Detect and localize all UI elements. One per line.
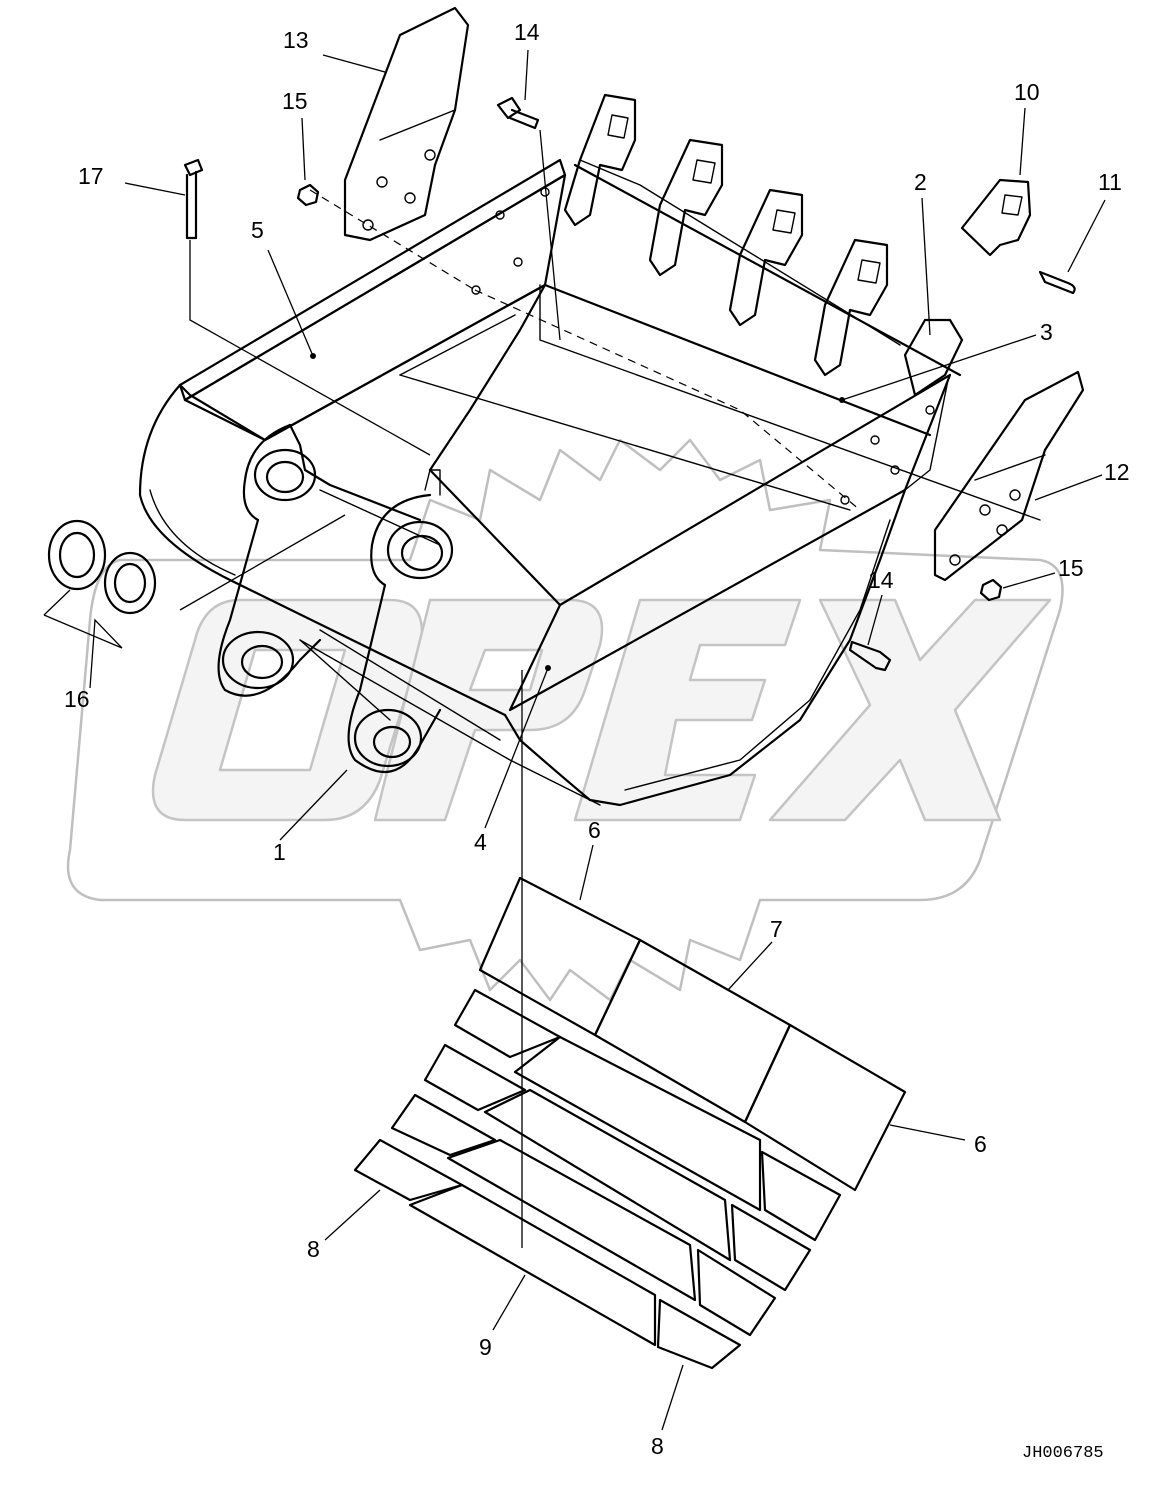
fasteners bbox=[47, 96, 1003, 672]
callout-4: 4 bbox=[474, 829, 487, 855]
leader-lines bbox=[43, 49, 1106, 1431]
bucket-teeth bbox=[563, 93, 1076, 397]
callout-6-top: 6 bbox=[588, 817, 601, 843]
callout-2: 2 bbox=[914, 169, 927, 195]
callout-15-top: 15 bbox=[282, 88, 308, 114]
callout-12: 12 bbox=[1104, 459, 1130, 485]
bucket-body bbox=[138, 158, 1041, 807]
callout-7: 7 bbox=[770, 916, 783, 942]
opex-watermark bbox=[66, 438, 1064, 1002]
callout-14-right: 14 bbox=[868, 567, 894, 593]
callout-8-left: 8 bbox=[307, 1236, 320, 1262]
callout-3: 3 bbox=[1040, 319, 1053, 345]
callout-5: 5 bbox=[251, 217, 264, 243]
callout-14-top: 14 bbox=[514, 19, 540, 45]
wear-plates bbox=[353, 876, 907, 1370]
callout-17: 17 bbox=[78, 163, 104, 189]
callout-11: 11 bbox=[1098, 169, 1122, 195]
callout-6-right: 6 bbox=[974, 1131, 987, 1157]
callout-8-bottom: 8 bbox=[651, 1433, 664, 1459]
callout-10: 10 bbox=[1014, 79, 1040, 105]
bucket-bracket bbox=[217, 423, 454, 774]
side-cutters bbox=[343, 6, 1085, 582]
drawing-code: JH006785 bbox=[1022, 1444, 1104, 1463]
callout-15-right: 15 bbox=[1058, 555, 1084, 581]
callout-9: 9 bbox=[479, 1334, 492, 1360]
callout-13: 13 bbox=[283, 27, 309, 53]
callout-labels: 1 2 3 4 5 6 6 7 8 8 9 10 11 12 13 14 14 … bbox=[64, 19, 1130, 1463]
callout-16: 16 bbox=[64, 686, 90, 712]
callout-1: 1 bbox=[273, 839, 286, 865]
